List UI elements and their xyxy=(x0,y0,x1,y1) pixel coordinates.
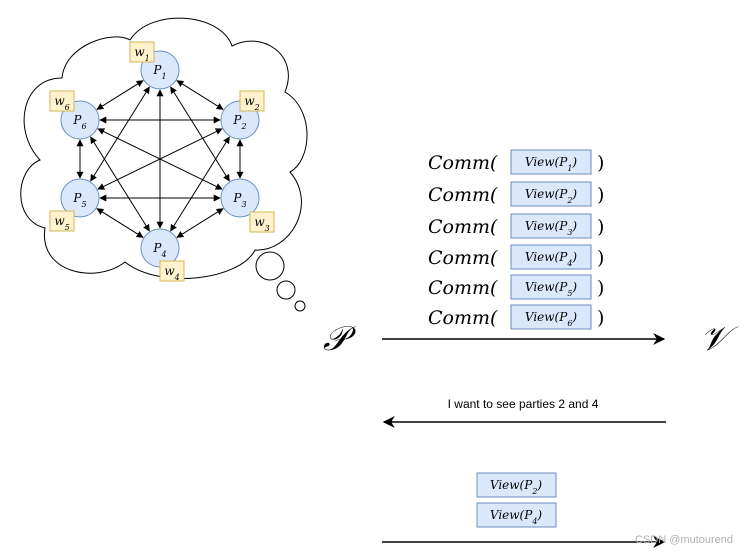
commitment-row-1: Comm( View(P1)) xyxy=(428,149,604,175)
verifier-symbol: 𝒱 xyxy=(700,319,739,359)
comm-close-paren: ) xyxy=(597,216,604,238)
commitment-row-6: Comm( View(P6)) xyxy=(428,304,604,330)
witness-box-6: w6 xyxy=(49,90,75,112)
challenge-text: I want to see parties 2 and 4 xyxy=(448,397,599,411)
comm-label: Comm( xyxy=(428,277,498,299)
party-circle xyxy=(220,178,260,218)
view-label: View(P3) xyxy=(525,219,578,237)
witness-rect xyxy=(239,90,265,112)
witness-box-1: w1 xyxy=(129,41,155,63)
thought-bubble-medium xyxy=(276,280,296,300)
view-label: View(P5) xyxy=(525,280,578,298)
comm-close-paren: ) xyxy=(597,277,604,299)
party-node-P5: P5 xyxy=(60,178,100,218)
witness-label: w6 xyxy=(54,94,69,112)
view-box xyxy=(510,181,592,207)
commitment-list: Comm( View(P1)) Comm( View(P2)) Comm( View(P3… xyxy=(428,149,604,330)
view-label: View(P4) xyxy=(525,250,578,268)
witness-rect xyxy=(249,211,275,233)
comm-label: Comm( xyxy=(428,307,498,329)
witness-label: w4 xyxy=(164,264,179,282)
edge-P3-P4 xyxy=(176,208,224,238)
commitment-row-2: Comm( View(P2)) xyxy=(428,181,604,207)
witness-box-3: w3 xyxy=(249,211,275,233)
party-label: P2 xyxy=(232,113,246,131)
view-box xyxy=(510,149,592,175)
party-edges xyxy=(76,80,244,238)
opened-view-box xyxy=(476,502,557,528)
witness-label: w2 xyxy=(244,94,259,112)
comm-label: Comm( xyxy=(428,152,498,174)
thought-bubble-large xyxy=(255,251,285,281)
opened-view-1: View(P2) xyxy=(476,472,557,498)
witness-rect xyxy=(159,260,185,282)
party-label: P6 xyxy=(72,113,86,131)
witness-label: w5 xyxy=(54,214,69,232)
witness-boxes: w1 w2 w3 w4 w5 w6 xyxy=(49,41,275,282)
comm-close-paren: ) xyxy=(597,307,604,329)
commitment-row-4: Comm( View(P4)) xyxy=(428,244,604,270)
witness-box-5: w5 xyxy=(49,210,75,232)
watermark: CSDN @mutourend xyxy=(635,534,733,546)
comm-label: Comm( xyxy=(428,184,498,206)
party-node-P3: P3 xyxy=(220,178,260,218)
comm-close-paren: ) xyxy=(597,247,604,269)
party-label: P3 xyxy=(232,191,246,209)
edge-P4-P6 xyxy=(90,136,150,232)
opened-view-2: View(P4) xyxy=(476,502,557,528)
witness-label: w1 xyxy=(134,45,149,63)
commitment-row-5: Comm( View(P5)) xyxy=(428,274,604,300)
comm-label: Comm( xyxy=(428,247,498,269)
opened-view-box xyxy=(476,472,557,498)
comm-close-paren: ) xyxy=(597,184,604,206)
party-node-P4: P4 xyxy=(140,228,180,268)
party-label: P4 xyxy=(152,241,166,259)
opened-view-label: View(P4) xyxy=(490,508,543,526)
view-label: View(P1) xyxy=(525,155,578,173)
thought-bubble-small xyxy=(294,300,306,312)
witness-label: w3 xyxy=(254,215,269,233)
party-circle xyxy=(60,178,100,218)
witness-rect xyxy=(49,90,75,112)
opened-views: View(P2) View(P4) xyxy=(476,472,557,528)
view-label: View(P2) xyxy=(525,187,578,205)
comm-label: Comm( xyxy=(428,216,498,238)
view-box xyxy=(510,274,592,300)
commitment-row-3: Comm( View(P3)) xyxy=(428,213,604,239)
view-box xyxy=(510,213,592,239)
witness-rect xyxy=(129,41,155,63)
view-box xyxy=(510,304,592,330)
witness-box-4: w4 xyxy=(159,260,185,282)
prover-symbol: 𝒫 xyxy=(323,319,357,359)
edge-P1-P6 xyxy=(96,80,144,110)
witness-box-2: w2 xyxy=(239,90,265,112)
comm-close-paren: ) xyxy=(597,152,604,174)
opened-view-label: View(P2) xyxy=(490,478,543,496)
witness-rect xyxy=(49,210,75,232)
party-label: P1 xyxy=(152,63,166,81)
view-label: View(P6) xyxy=(525,310,578,328)
party-label: P5 xyxy=(72,191,86,209)
view-box xyxy=(510,244,592,270)
